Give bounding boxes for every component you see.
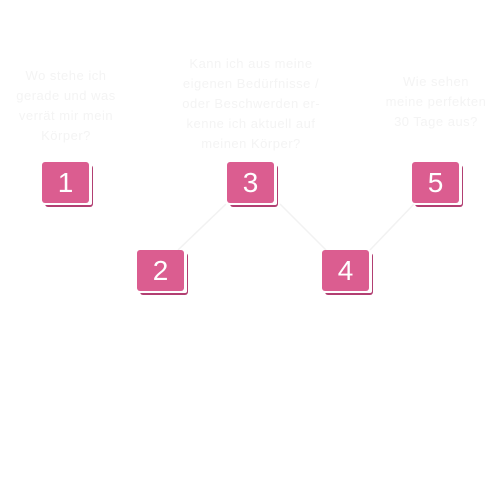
step-2-tile: 2 <box>137 250 188 295</box>
step-3-tile: 3 <box>227 162 278 207</box>
step-1-tile: 1 <box>42 162 93 207</box>
step-4-tile: 4 <box>322 250 373 295</box>
step-4-number: 4 <box>322 250 369 291</box>
step-2-number: 2 <box>137 250 184 291</box>
step-5-caption: Wie sehen meine perfekten 30 Tage aus? <box>385 74 487 129</box>
step-1-caption: Wo stehe ich gerade und was verrät mir m… <box>16 68 116 143</box>
step-5-tile: 5 <box>412 162 463 207</box>
step-5-number: 5 <box>412 162 459 203</box>
connector-3-4 <box>279 203 327 251</box>
step-3-number: 3 <box>227 162 274 203</box>
step-1-number: 1 <box>42 162 89 203</box>
step-3-caption: Kann ich aus meine eigenen Bedürfnisse /… <box>182 56 320 151</box>
connector-3-2 <box>177 203 227 251</box>
connector-4-5 <box>369 203 415 251</box>
